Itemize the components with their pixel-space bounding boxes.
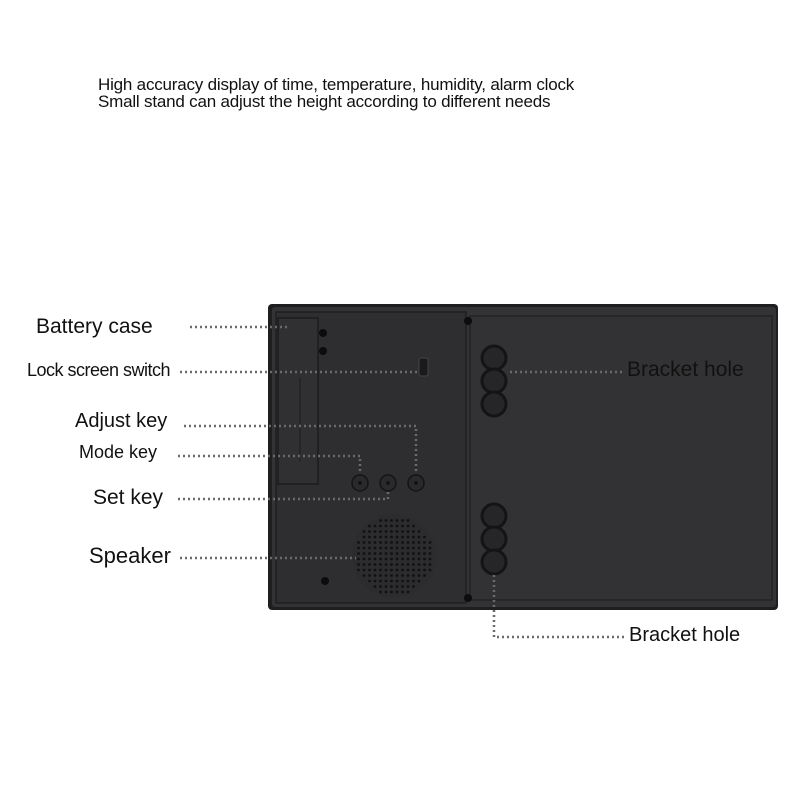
leader-lines [178,325,624,639]
leader-bracket-bottom [492,575,624,639]
label-adjust-key: Adjust key [75,410,168,432]
screw-panel-bottom-icon [464,594,472,602]
leader-set-key [178,492,390,501]
description-line-1: High accuracy display of time, temperatu… [98,75,575,94]
screw-top-icon [319,329,327,337]
lock-screen-switch[interactable] [418,357,429,377]
battery-case-door [277,317,319,485]
set-key-dot-icon [386,481,390,485]
label-speaker: Speaker [89,543,171,568]
screw-panel-top-icon [464,317,472,325]
mode-key-dot-icon [358,481,362,485]
bracket-hole-top [480,344,508,418]
leader-mode-key [178,454,362,474]
screw-mid-icon [319,347,327,355]
leader-adjust-key [184,424,418,474]
label-mode-key: Mode key [79,442,158,462]
label-lock-screen-switch: Lock screen switch [27,360,171,380]
label-set-key: Set key [93,486,164,509]
screw-bottom-icon [321,577,329,585]
stand-panel [469,315,773,601]
description-line-2: Small stand can adjust the height accord… [98,92,551,111]
label-bracket-hole-bottom: Bracket hole [629,624,741,646]
product-description: High accuracy display of time, temperatu… [98,76,574,110]
adjust-key-dot-icon [414,481,418,485]
speaker-grille-icon [352,514,436,598]
label-battery-case: Battery case [36,315,153,338]
bracket-hole-bottom [480,502,508,576]
label-bracket-hole-top: Bracket hole [627,358,744,381]
